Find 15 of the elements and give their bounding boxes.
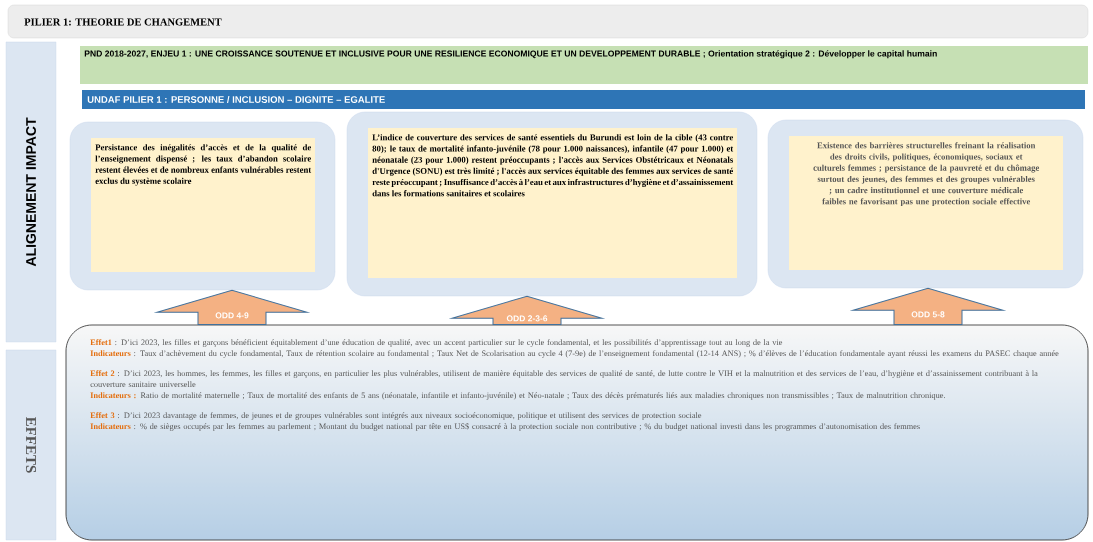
problem-box: Persistance des inégalités d’accès et de la qualité de l’enseignement dispensé ; les taux d’abandon scolaire restent élevées et de nombreux enfants vulnérables restent exclus du système scolaire [69,121,336,291]
edge-label: ODD 4-9 [215,312,249,319]
block-arrow [852,287,1004,326]
problem-box: L’indice de couverture des services de santé essentiels du Burundi est loin de la cible (43 contre 80); le taux de mortalité infanto-juvénile (78 pour 1.000 naissances), infantile (47 pour 1.000) et néonatale (23 pour 1.000) restent préoccupants ; l'accès aux Services Obstétricaux et Néonatals d'Urgence (SONU) est très limité ; l'accès aux services équitable des femmes aux services de santé reste préoccupant ; Insuffisance d’accès à l’eau et aux infrastructures d’hygiène et d’assainissement dans les formations sanitaires et scolaires [346,111,758,297]
effects-panel: Effet1 : D’ici 2023, les filles et garçons bénéficient équitablement d’une éducation de qualité, avec un accent particulier sur le cycle fondamental, et les possibilités d’apprentissage tout au long de la vie Indicateurs : Taux d’achèvement du cycle fondamental, Taux de rétention scolaire au fondamental ; Taux Net de Scolarisation au cycle 4 (7-9e) de l’enseignement fondamental (12-14 ANS) ; % d’élèves de l’éducation fondamentale ayant réussi les examens du PASEC chaque année Effet 2 : D’ici 2023, les hommes, les femmes, les filles et garçons, en particulier les plus vulnérables, utilisent de manière équitable des services de qualité de santé, de lutte contre le VIH et la malnutrition et des services de l’eau, d’hygiène et d’assainissement contribuant à la couverture sanitaire universelle Indicateurs : Ratio de mortalité maternelle ; Taux de mortalité des enfants de 5 ans (néonatale, infantile et infanto-juvénile) et Néo-natale ; Taux des décès prématurés liés aux maladies chroniques non transmissibles ; Taux de malnutrition chronique. Effet 3 : D’ici 2023 davantage de femmes, de jeunes et de groupes vulnérables sont intégrés aux niveaux socioéconomique, politique et utilisent des services de protection sociale Indicateurs : % de sièges occupés par les femmes au parlement ; Montant du budget national par tête en US$ consacré à la protection sociale non contributive ; % du budget national investi dans les programmes d’autonomisation des femmes [65,324,1089,541]
edge-label: ODD 5-8 [911,311,945,318]
edge-label: ODD 2-3-6 [506,315,548,322]
pillar-banner: UNDAF PILIER 1 : PERSONNE / INCLUSION – DIGNITE – EGALITE [82,90,1085,109]
problem-box: Existence des barrières structurelles freinant la réalisation des droits civils, politiques, économiques, sociaux et culturels femmes ; persistance de la pauvreté et du chômage surtout des jeunes, des femmes et des groupes vulnérables ; un cadre institutionnel et une couverture médicale faibles ne favorisant pas une protection sociale effective [767,119,1084,289]
side-label-band: ALIGNEMENT IMPACT [5,41,57,343]
plan-banner: PND 2018-2027, ENJEU 1 : UNE CROISSANCE SOUTENUE ET INCLUSIVE POUR UNE RESILIENCE ECONOMIQUE ET UN DEVELOPPEMENT DURABLE ; Orientation stratégique 2 : Développer le capital humain [80,46,1088,84]
block-arrow [156,289,308,326]
block-arrow [451,295,603,326]
title-bar: PILIER 1: THEORIE DE CHANGEMENT [7,4,1089,39]
side-label-band: EFFETS [5,349,57,541]
